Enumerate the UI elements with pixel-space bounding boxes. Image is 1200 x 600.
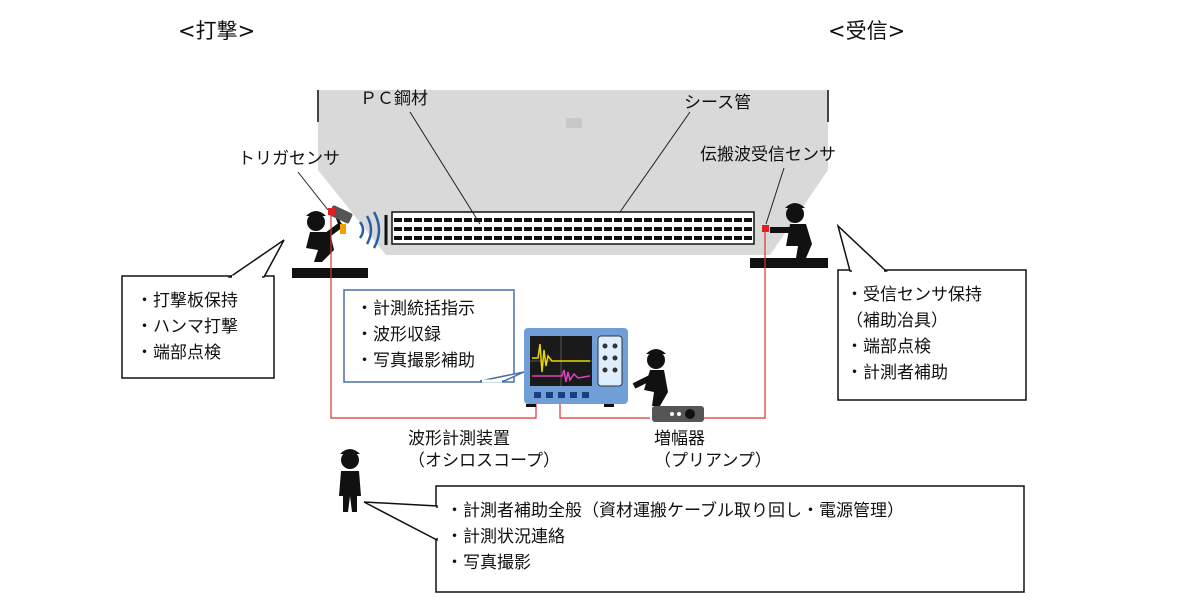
pc-steel-label: ＰＣ鋼材 xyxy=(360,89,428,109)
amplifier-label-1: 増幅器 xyxy=(654,429,705,449)
sheath-tube xyxy=(391,211,755,245)
callout-striker-line-1: ・打撃板保持 xyxy=(136,291,238,311)
callout-assistant-line-3: ・写真撮影 xyxy=(446,553,531,573)
oscilloscope-device xyxy=(524,328,628,407)
receiver-worker xyxy=(750,203,828,268)
callout-assistant: ・計測者補助全般（資材運搬ケーブル取り回し・電源管理） ・計測状況連絡 ・写真撮… xyxy=(363,485,1025,593)
callout-assistant-line-1: ・計測者補助全般（資材運搬ケーブル取り回し・電源管理） xyxy=(446,500,904,521)
callout-striker-line-3: ・端部点検 xyxy=(136,343,221,363)
scope-trace-magenta xyxy=(532,369,591,383)
trigger-sensor xyxy=(328,208,335,215)
callout-receiver-line-1: ・受信センサ保持 xyxy=(846,285,982,305)
receiver-base xyxy=(750,258,828,268)
amplifier-label-2: （プリアンプ） xyxy=(654,451,772,471)
signal-cables xyxy=(330,215,766,419)
callout-operator-line-2: ・波形収録 xyxy=(356,325,441,345)
waveform-device-label-1: 波形計測装置 xyxy=(408,429,510,449)
callout-operator-line-3: ・写真撮影補助 xyxy=(356,351,475,371)
callout-receiver-line-3: ・端部点検 xyxy=(846,337,931,357)
trigger-sensor-label: トリガセンサ xyxy=(238,149,340,169)
callout-striker: ・打撃板保持 ・ハンマ打撃 ・端部点検 xyxy=(121,239,285,379)
callout-operator: ・計測統括指示 ・波形収録 ・写真撮影補助 xyxy=(343,289,525,383)
striking-plate-base xyxy=(292,268,368,278)
callout-receiver-line-4: ・計測者補助 xyxy=(846,363,948,383)
propagation-sensor xyxy=(762,225,769,232)
sheath-tube-label: シース管 xyxy=(684,93,751,113)
strike-header: <打撃> xyxy=(178,19,255,43)
receive-header: <受信> xyxy=(828,19,905,43)
striker-worker xyxy=(292,211,368,278)
callout-receiver-line-2: （補助冶具） xyxy=(846,311,948,331)
operator-worker xyxy=(632,349,668,406)
amplifier-device xyxy=(652,406,704,422)
callout-operator-line-1: ・計測統括指示 xyxy=(356,299,475,319)
scope-trace-yellow xyxy=(532,343,590,373)
assistant-worker xyxy=(339,449,361,512)
waveform-device-label-2: （オシロスコープ） xyxy=(408,451,560,471)
wave-arcs-icon xyxy=(358,211,381,249)
propagation-sensor-label: 伝搬波受信センサ xyxy=(700,145,836,165)
concrete-girder xyxy=(317,90,829,255)
callout-receiver: ・受信センサ保持 （補助冶具） ・端部点検 ・計測者補助 xyxy=(836,223,1027,401)
callout-striker-line-2: ・ハンマ打撃 xyxy=(136,317,238,337)
callout-assistant-line-2: ・計測状況連絡 xyxy=(446,527,565,547)
